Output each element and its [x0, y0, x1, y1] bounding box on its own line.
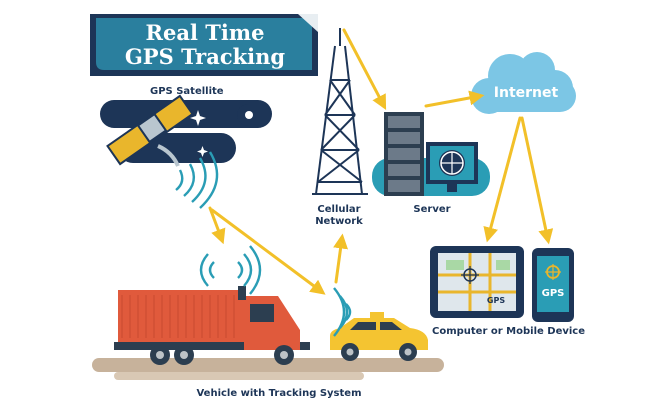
phone-device-icon: [532, 248, 574, 322]
title-line-2: GPS Tracking: [124, 44, 286, 69]
truck-icon: [114, 286, 310, 365]
internet-label: Internet: [493, 85, 559, 101]
tablet-screen-label: GPS: [486, 296, 506, 305]
satellite-signal-waves: [175, 151, 219, 209]
internet-cloud-icon: [471, 52, 576, 114]
vehicle-label: Vehicle with Tracking System: [196, 388, 362, 399]
taxi-car-icon: [330, 312, 428, 361]
car-signal-waves: [333, 287, 352, 337]
road: [92, 358, 444, 380]
cellular-tower-icon: [312, 28, 368, 195]
phone-screen-label: GPS: [541, 288, 565, 299]
title-line-1: Real Time: [145, 20, 265, 45]
cellular-network-label-line-1: Cellular: [317, 204, 361, 215]
tablet-device-icon: [430, 246, 524, 318]
title-banner: [90, 14, 318, 76]
connection-arrows: [208, 28, 554, 295]
gps-satellite-label: GPS Satellite: [150, 86, 224, 97]
computer-or-mobile-device-label: Computer or Mobile Device: [432, 326, 586, 337]
gps-satellite-icon: [106, 94, 194, 167]
truck-signal-waves: [199, 245, 262, 295]
cellular-network-label-line-2: Network: [315, 216, 363, 227]
server-label: Server: [413, 204, 451, 215]
server-icon: [372, 112, 490, 196]
